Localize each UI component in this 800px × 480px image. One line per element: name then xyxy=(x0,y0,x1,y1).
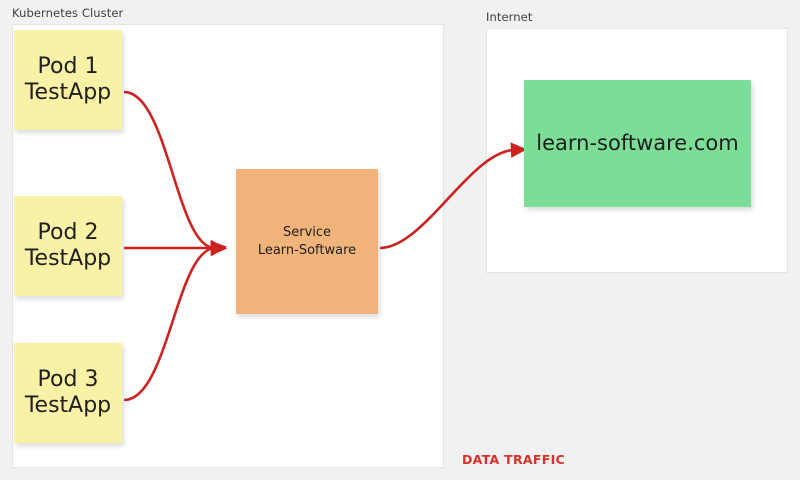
node-pod-3-line-1: Pod 3 xyxy=(37,367,99,393)
node-service-line-1: Service xyxy=(282,224,332,240)
node-pod-3-line-2: TestApp xyxy=(24,393,112,418)
node-pod-3[interactable]: Pod 3 TestApp xyxy=(14,343,122,443)
node-pod-1[interactable]: Pod 1 TestApp xyxy=(14,30,122,130)
node-pod-2-line-2: TestApp xyxy=(24,246,112,271)
node-pod-2[interactable]: Pod 2 TestApp xyxy=(14,196,122,296)
node-site-line-1: learn-software.com xyxy=(536,131,739,156)
node-service-line-2: Learn-Software xyxy=(257,242,357,258)
node-pod-2-line-1: Pod 2 xyxy=(37,220,99,246)
group-label-kubernetes-cluster: Kubernetes Cluster xyxy=(12,6,124,20)
node-service-learn-software[interactable]: Service Learn-Software xyxy=(236,169,378,314)
node-pod-1-line-2: TestApp xyxy=(24,80,112,105)
legend-data-traffic: DATA TRAFFIC xyxy=(462,452,565,467)
group-label-internet: Internet xyxy=(486,10,533,24)
node-pod-1-line-1: Pod 1 xyxy=(37,54,99,80)
node-learn-software-com[interactable]: learn-software.com xyxy=(524,80,751,207)
